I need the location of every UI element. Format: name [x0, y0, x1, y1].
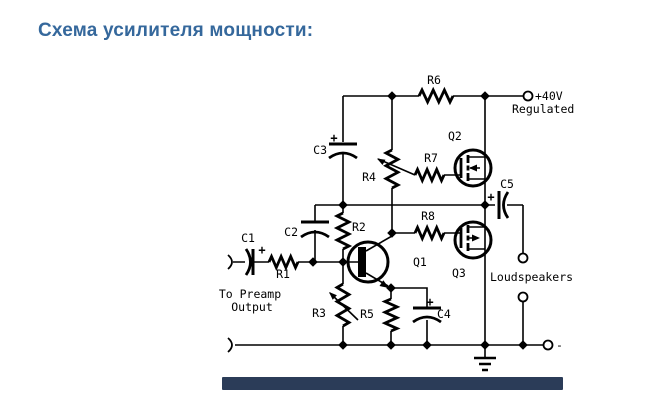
- loudspeakers-label: Loudspeakers: [490, 270, 573, 284]
- capacitor-c1-label: C1: [241, 231, 255, 245]
- resistor-r1-label: R1: [276, 267, 290, 281]
- input-label-line1: To Preamp: [219, 287, 281, 301]
- transistor-q1-npn: Q1: [346, 240, 427, 288]
- transistor-q2-mosfet: Q2: [448, 129, 493, 188]
- ground-symbol: [474, 356, 496, 372]
- supply-voltage-label: +40V: [535, 89, 563, 103]
- capacitor-c2-label: C2: [284, 225, 298, 239]
- supply-regulated-label: Regulated: [512, 102, 574, 116]
- resistor-r8: R8: [413, 209, 446, 243]
- supply-terminal: +40V Regulated: [512, 89, 574, 116]
- capacitor-c5-label: C5: [500, 177, 514, 191]
- resistor-r5-label: R5: [360, 307, 374, 321]
- capacitor-c2: C2: [284, 220, 330, 239]
- resistor-r6-label: R6: [427, 73, 441, 87]
- junction-dots: [308, 91, 528, 350]
- bottom-divider-bar: [222, 377, 563, 390]
- c1-plus-sign: +: [258, 243, 265, 257]
- resistor-r4-trimmer: R4: [362, 148, 416, 190]
- c4-plus-sign: +: [426, 295, 433, 309]
- capacitor-c5: + C5: [487, 177, 514, 219]
- resistor-r3-label: R3: [312, 306, 326, 320]
- capacitor-c3-label: C3: [313, 143, 327, 157]
- resistor-r7: R7: [413, 151, 446, 185]
- c5-plus-sign: +: [487, 190, 494, 204]
- input-label-line2: Output: [231, 300, 273, 314]
- resistor-r7-label: R7: [424, 151, 438, 165]
- capacitor-c4-label: C4: [437, 307, 451, 321]
- transistor-q3-mosfet: Q3: [452, 220, 493, 280]
- resistor-r2: R2: [333, 211, 366, 251]
- loudspeaker-terminals: Loudspeakers: [490, 252, 573, 303]
- wires: [233, 95, 544, 358]
- input-jack: To Preamp Output: [219, 254, 281, 353]
- resistor-r3-trimmer: R3: [312, 282, 359, 328]
- capacitor-c1: + C1: [241, 231, 266, 276]
- minus-label: -: [556, 338, 563, 352]
- minus-terminal: -: [542, 338, 563, 352]
- resistor-r2-label: R2: [352, 220, 366, 234]
- resistor-r4-label: R4: [362, 170, 376, 184]
- resistor-r6: R6: [417, 73, 455, 106]
- transistor-q2-label: Q2: [448, 129, 462, 143]
- resistor-r1: R1: [267, 252, 300, 281]
- capacitor-c3: + C3: [313, 131, 358, 160]
- transistor-q3-label: Q3: [452, 266, 466, 280]
- resistor-r5: R5: [360, 297, 401, 333]
- transistor-q1-label: Q1: [413, 255, 427, 269]
- capacitor-c4: + C4: [412, 295, 451, 324]
- c3-plus-sign: +: [330, 131, 337, 145]
- page-title: Схема усилителя мощности:: [38, 20, 314, 41]
- resistor-r8-label: R8: [421, 209, 435, 223]
